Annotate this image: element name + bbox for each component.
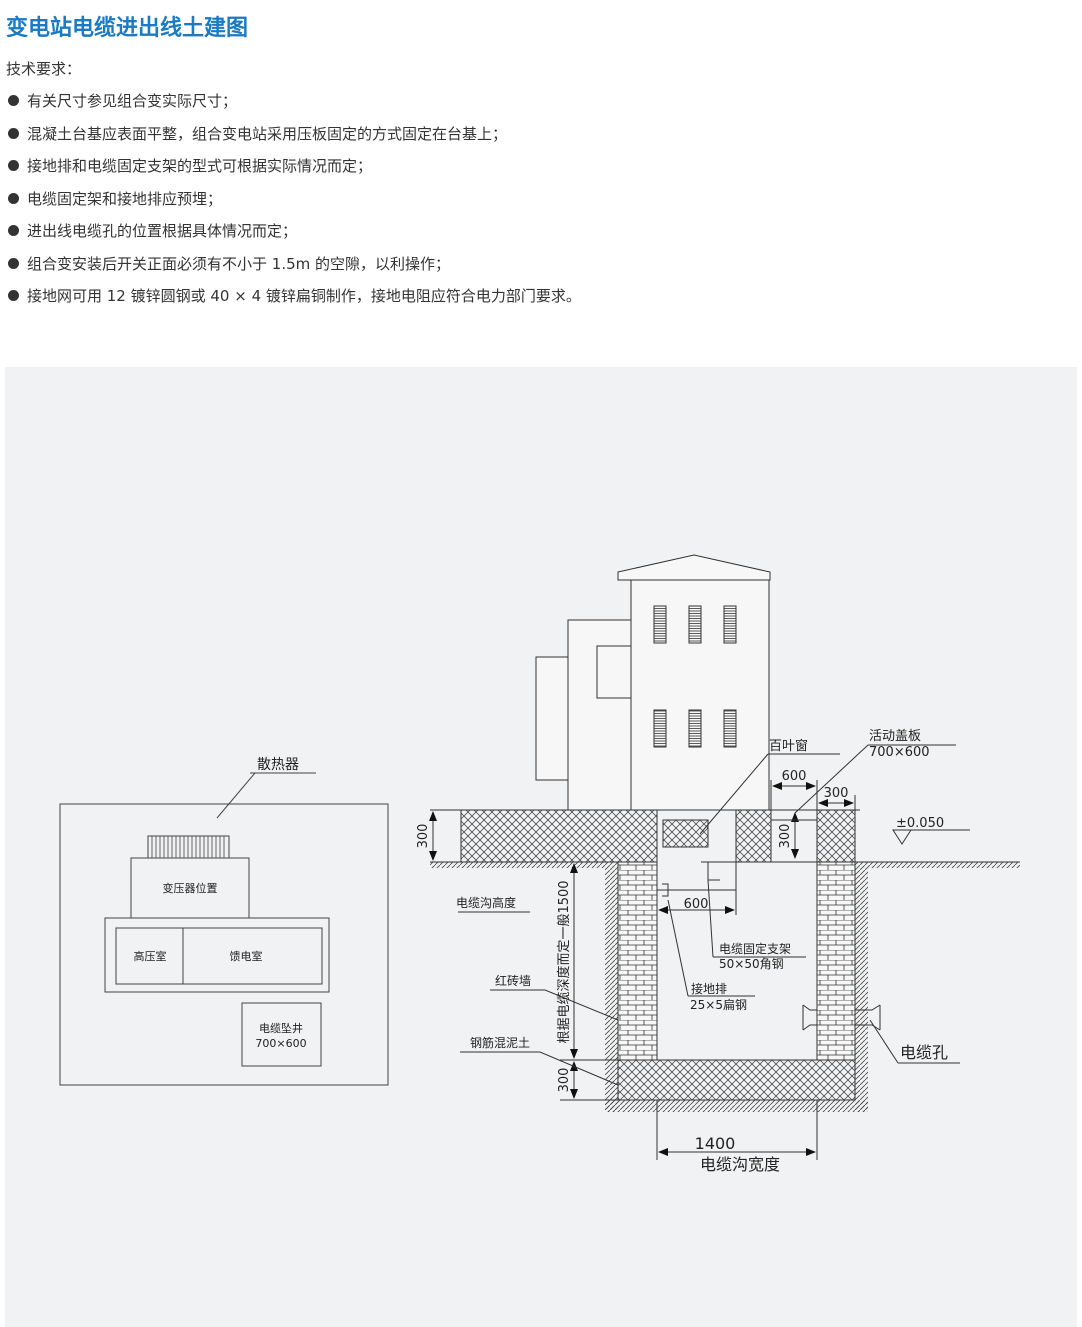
requirement-text: 有关尺寸参见组合变实际尺寸； bbox=[27, 92, 238, 110]
concrete-label: 钢筋混泥土 bbox=[470, 1035, 530, 1050]
dim-600-inner: 600 bbox=[684, 897, 709, 912]
requirement-text: 接地网可用 12 镀锌圆钢或 40 × 4 镀锌扁铜制作，接地电阻应符合电力部门… bbox=[27, 287, 581, 305]
shaft-label: 电缆坠井 bbox=[259, 1021, 303, 1035]
plan-outline bbox=[59, 803, 389, 1086]
requirements-heading: 技术要求： bbox=[6, 60, 82, 78]
requirement-text: 组合变安装后开关正面必须有不小于 1.5m 的空隙，以利操作； bbox=[27, 254, 451, 273]
list-item: 接地排和电缆固定支架的型式可根据实际情况而定； bbox=[6, 155, 581, 188]
cable-shaft bbox=[241, 1002, 322, 1067]
requirements-list: 有关尺寸参见组合变实际尺寸； 混凝土台基应表面平整，组合变电站采用压板固定的方式… bbox=[6, 90, 581, 318]
brick-wall-label: 红砖墙 bbox=[495, 973, 531, 988]
width-label: 电缆沟宽度 bbox=[700, 1155, 780, 1174]
louver-opening bbox=[662, 819, 709, 848]
dim-300-top: 300 bbox=[824, 786, 849, 801]
bullet-icon bbox=[8, 127, 19, 139]
brick-wall-left bbox=[617, 861, 658, 1061]
section-view bbox=[429, 554, 1020, 1160]
shaft-size: 700×600 bbox=[255, 1037, 306, 1050]
bullet-icon bbox=[8, 192, 19, 204]
bracket-label: 电缆固定支架 bbox=[719, 941, 791, 956]
ground-bar-size: 25×5扁钢 bbox=[690, 998, 747, 1012]
dim-slab-300: 300 bbox=[416, 824, 431, 849]
list-item: 接地网可用 12 镀锌圆钢或 40 × 4 镀锌扁铜制作，接地电阻应符合电力部门… bbox=[6, 285, 581, 318]
louvers bbox=[653, 605, 737, 748]
ground-bar-label: 接地排 bbox=[691, 981, 727, 996]
bullet-icon bbox=[8, 95, 19, 106]
page-title: 变电站电缆进出线土建图 bbox=[6, 16, 249, 41]
roof bbox=[617, 554, 771, 581]
requirement-text: 电缆固定架和接地排应预埋； bbox=[27, 189, 223, 208]
list-item: 混凝土台基应表面平整，组合变电站采用压板固定的方式固定在台基上； bbox=[6, 123, 581, 156]
bullet-icon bbox=[8, 160, 19, 171]
dim-300-bottom: 300 bbox=[557, 1068, 572, 1093]
list-item: 组合变安装后开关正面必须有不小于 1.5m 的空隙，以利操作； bbox=[6, 253, 581, 286]
cable-hole-label: 电缆孔 bbox=[900, 1043, 948, 1062]
requirement-text: 混凝土台基应表面平整，组合变电站采用压板固定的方式固定在台基上； bbox=[27, 124, 508, 143]
switch-rooms bbox=[104, 917, 330, 993]
elevation-label: ±0.050 bbox=[896, 816, 944, 831]
cover-label: 活动盖板 bbox=[869, 729, 921, 744]
requirement-text: 进出线电缆孔的位置根据具体情况而定； bbox=[27, 222, 298, 240]
list-item: 电缆固定架和接地排应预埋； bbox=[6, 188, 581, 221]
bracket-size: 50×50角钢 bbox=[719, 957, 784, 971]
depth-note: 根据电缆深度而定一般1500 bbox=[556, 880, 572, 1043]
cable-hole-icon bbox=[802, 1004, 817, 1031]
bullet-icon bbox=[8, 290, 19, 301]
radiator-label: 散热器 bbox=[257, 757, 299, 773]
width-value: 1400 bbox=[695, 1134, 736, 1153]
requirement-text: 接地排和电缆固定支架的型式可根据实际情况而定； bbox=[27, 157, 373, 175]
feeder-room-label: 馈电室 bbox=[230, 949, 263, 963]
trench-bottom bbox=[617, 1059, 856, 1101]
cover-size: 700×600 bbox=[869, 745, 930, 760]
bullet-icon bbox=[8, 257, 19, 269]
bullet-icon bbox=[8, 225, 19, 236]
dim-600-top: 600 bbox=[782, 769, 807, 784]
list-item: 进出线电缆孔的位置根据具体情况而定； bbox=[6, 220, 581, 253]
list-item: 有关尺寸参见组合变实际尺寸； bbox=[6, 90, 581, 123]
transformer-label: 变压器位置 bbox=[163, 881, 218, 895]
hv-room-label: 高压室 bbox=[134, 949, 167, 963]
plan-view bbox=[59, 772, 389, 1086]
louver-label: 百叶窗 bbox=[769, 738, 808, 754]
foundation-slab bbox=[460, 809, 658, 863]
trench-height-label: 电缆沟高度 bbox=[456, 895, 516, 910]
dim-300-cover: 300 bbox=[778, 824, 793, 849]
brick-wall-right bbox=[816, 861, 856, 1061]
